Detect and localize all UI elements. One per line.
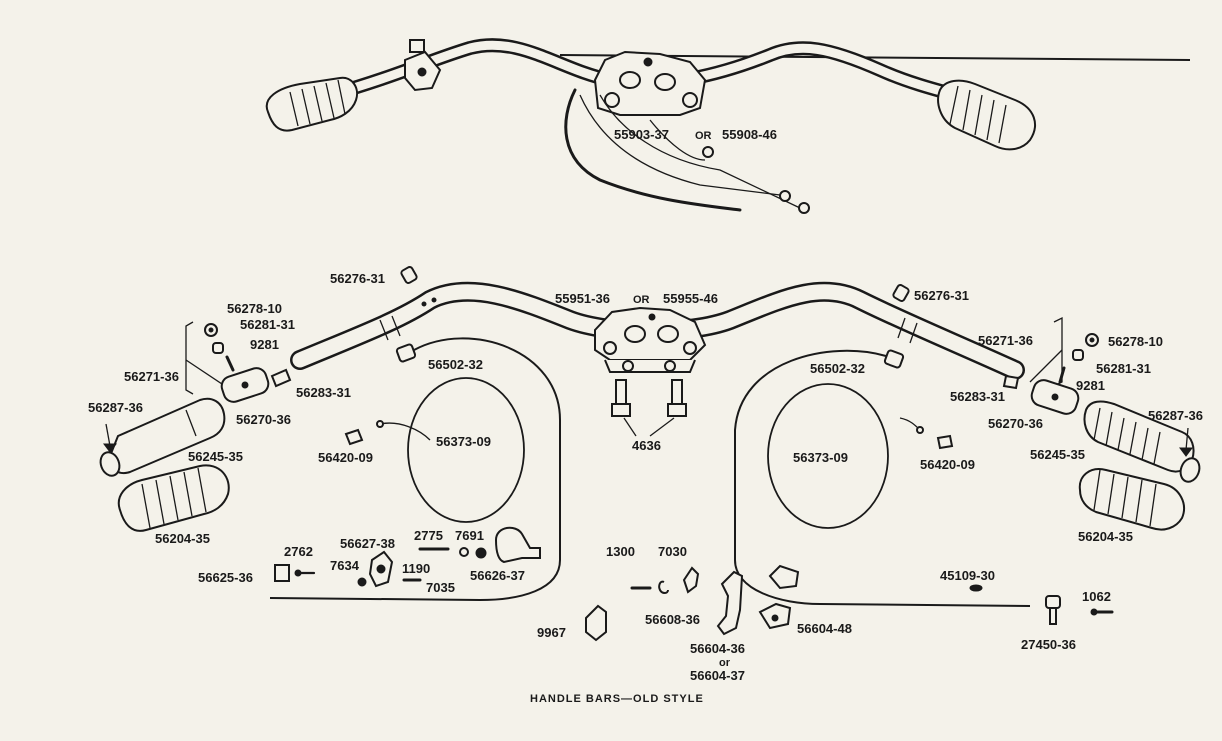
label-top-clamp: 55903-37	[614, 127, 669, 142]
label-bar-main: 55951-36	[555, 291, 610, 306]
label-l-56283: 56283-31	[296, 385, 351, 400]
assembled-handlebar	[265, 38, 1191, 214]
label-p-7691: 7691	[455, 528, 484, 543]
right-nut-56276	[892, 284, 910, 302]
label-p-56604a: 56604-36	[690, 641, 745, 656]
label-p-1300: 1300	[606, 544, 635, 559]
label-l-56270: 56270-36	[236, 412, 291, 427]
right-throttle-parts	[1002, 316, 1201, 531]
label-l-56278: 56278-10	[227, 301, 282, 316]
label-l-9281: 9281	[250, 337, 279, 352]
label-p-56604or: or	[719, 657, 731, 669]
label-r-56245: 56245-35	[1030, 447, 1085, 462]
left-grip-assembled	[265, 76, 358, 132]
label-r-56420: 56420-09	[920, 457, 975, 472]
label-l-56271: 56271-36	[124, 369, 179, 384]
label-l-56245: 56245-35	[188, 449, 243, 464]
left-nut-56276	[400, 266, 418, 284]
label-r-56281: 56281-31	[1096, 361, 1151, 376]
label-p-56604-48: 56604-48	[797, 621, 852, 636]
label-bar-main-alt: 55955-46	[663, 291, 718, 306]
label-r-56373: 56373-09	[793, 450, 848, 465]
bottom-right-hardware	[969, 584, 1114, 625]
label-p-56608: 56608-36	[645, 612, 700, 627]
label-p-7035: 7035	[426, 580, 455, 595]
label-p-7030: 7030	[658, 544, 687, 559]
label-top-or: OR	[695, 130, 712, 142]
label-r-56287: 56287-36	[1148, 408, 1203, 423]
label-l-56281: 56281-31	[240, 317, 295, 332]
label-r-56502: 56502-32	[810, 361, 865, 376]
label-top-clamp-alt: 55908-46	[722, 127, 777, 142]
label-p-56626: 56626-37	[470, 568, 525, 583]
label-r-56270: 56270-36	[988, 416, 1043, 431]
label-l-56373: 56373-09	[436, 434, 491, 449]
label-bar-or: OR	[633, 294, 650, 306]
label-p-9967: 9967	[537, 625, 566, 640]
label-p-2762: 2762	[284, 544, 313, 559]
right-control-cable	[734, 349, 1031, 607]
label-l-56276: 56276-31	[330, 271, 385, 286]
right-grip-assembled	[937, 79, 1036, 151]
label-r-56271: 56271-36	[978, 333, 1033, 348]
center-clamp	[594, 306, 707, 373]
bolts-4636	[611, 379, 687, 437]
label-l-56204: 56204-35	[155, 531, 210, 546]
label-r-9281: 9281	[1076, 378, 1105, 393]
label-p-2775: 2775	[414, 528, 443, 543]
label-l-56502: 56502-32	[428, 357, 483, 372]
label-p-45109: 45109-30	[940, 568, 995, 583]
label-r-56278: 56278-10	[1108, 334, 1163, 349]
label-l-56420: 56420-09	[318, 450, 373, 465]
label-p-1062: 1062	[1082, 589, 1111, 604]
bottom-center-hardware	[585, 564, 800, 642]
diagram-caption: HANDLE BARS—OLD STYLE	[530, 693, 704, 705]
label-r-56204: 56204-35	[1078, 529, 1133, 544]
label-p-27450: 27450-36	[1021, 637, 1076, 652]
label-p-1190: 1190	[402, 561, 430, 576]
top-clamp	[593, 50, 707, 116]
label-p-56604b: 56604-37	[690, 668, 745, 683]
label-p-7634: 7634	[330, 558, 360, 573]
bottom-left-hardware	[274, 526, 541, 588]
label-p-56625: 56625-36	[198, 570, 253, 585]
label-p-56627: 56627-38	[340, 536, 395, 551]
exploded-handlebar	[290, 281, 1025, 437]
label-bolt-4636: 4636	[632, 438, 661, 453]
left-throttle-parts	[99, 321, 292, 532]
left-control-cable	[269, 337, 561, 602]
label-r-56283: 56283-31	[950, 389, 1005, 404]
label-l-56287: 56287-36	[88, 400, 143, 415]
label-r-56276: 56276-31	[914, 288, 969, 303]
